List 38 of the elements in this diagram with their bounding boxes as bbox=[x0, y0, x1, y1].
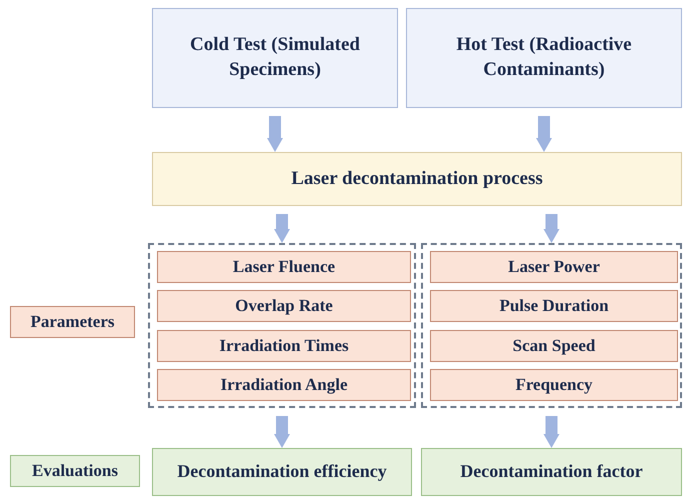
box-label: Laser decontamination process bbox=[291, 166, 543, 191]
box-label: Pulse Duration bbox=[499, 294, 609, 317]
parameter-box bbox=[157, 369, 411, 401]
parameter-box bbox=[430, 290, 678, 322]
side-tag bbox=[10, 455, 140, 487]
box-label: Cold Test (Simulated Specimens) bbox=[189, 33, 361, 82]
parameter-box bbox=[430, 369, 678, 401]
parameter-box bbox=[157, 330, 411, 362]
result-box bbox=[421, 448, 682, 496]
block-arrow bbox=[544, 214, 560, 243]
side-tag bbox=[10, 306, 135, 338]
dashed-group bbox=[148, 243, 416, 408]
box-label: Laser Fluence bbox=[232, 256, 336, 278]
block-arrow bbox=[274, 416, 290, 448]
block-arrow bbox=[267, 116, 283, 152]
box-label: Overlap Rate bbox=[235, 294, 333, 317]
block-arrow bbox=[536, 116, 552, 152]
test-box bbox=[406, 8, 682, 108]
box-label: Laser Power bbox=[508, 256, 600, 278]
box-label: Hot Test (Radioactive Contaminants) bbox=[455, 33, 633, 82]
box-label: Decontamination factor bbox=[460, 460, 643, 484]
parameter-box bbox=[430, 330, 678, 362]
block-arrow bbox=[544, 416, 560, 448]
box-label: Frequency bbox=[515, 374, 593, 396]
box-label: Decontamination efficiency bbox=[177, 460, 387, 484]
box-label: Scan Speed bbox=[512, 334, 596, 357]
dashed-group bbox=[421, 243, 682, 408]
box-label: Parameters bbox=[30, 310, 114, 333]
box-label: Evaluations bbox=[32, 460, 118, 482]
result-box bbox=[152, 448, 412, 496]
parameter-box bbox=[157, 251, 411, 283]
box-label: Irradiation Times bbox=[219, 334, 349, 357]
box-label: Irradiation Angle bbox=[220, 374, 348, 396]
process-box bbox=[152, 152, 682, 206]
block-arrow bbox=[274, 214, 290, 243]
test-box bbox=[152, 8, 398, 108]
parameter-box bbox=[430, 251, 678, 283]
parameter-box bbox=[157, 290, 411, 322]
